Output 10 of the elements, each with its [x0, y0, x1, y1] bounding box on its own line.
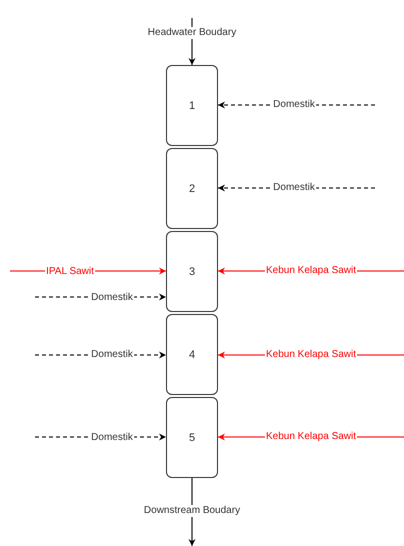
- edge-label: Kebun Kelapa Sawit: [264, 431, 358, 443]
- edge-label: Kebun Kelapa Sawit: [264, 349, 358, 361]
- edge-label: Kebun Kelapa Sawit: [264, 265, 358, 277]
- edge-label: Headwater Boudary: [146, 27, 238, 39]
- segment-box: 3: [166, 231, 218, 312]
- segment-box: 4: [166, 314, 218, 395]
- segment-box: 1: [166, 65, 218, 146]
- segment-box: 2: [166, 148, 218, 229]
- segment-box: 5: [166, 397, 218, 478]
- edge-label: Downstream Boudary: [142, 505, 242, 517]
